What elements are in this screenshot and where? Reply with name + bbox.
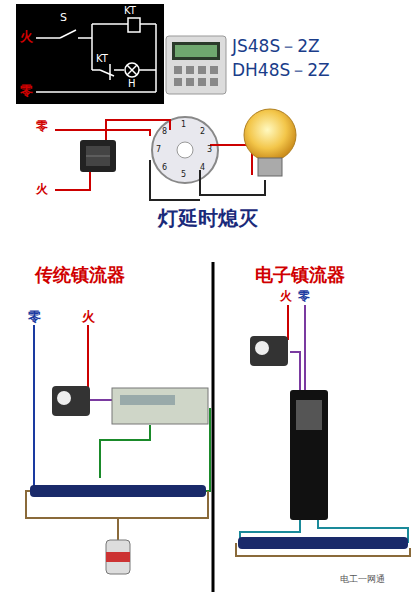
pin-number: 2 [200, 128, 205, 136]
pin-number: 1 [181, 121, 186, 129]
wire-label: 零 [298, 290, 310, 302]
wire-label: 零 [36, 120, 48, 132]
wire-label: 火 [20, 30, 33, 43]
model-number: DH48S－2Z [232, 62, 330, 79]
component-label: S [60, 12, 67, 23]
pin-number: 4 [200, 164, 205, 172]
pin-number: 6 [162, 164, 167, 172]
wire-label: 火 [280, 290, 292, 302]
section-heading: 传统镇流器 [35, 266, 125, 284]
section-heading: 电子镇流器 [255, 266, 345, 284]
diagram-title: 灯延时熄灭 [158, 208, 258, 228]
wire-label: 火 [82, 310, 95, 323]
component-label: H [128, 79, 136, 89]
pin-number: 5 [181, 171, 186, 179]
model-number: JS48S－2Z [232, 38, 320, 55]
wire-label: 火 [36, 183, 48, 195]
component-label: KT [96, 54, 108, 64]
wire-label: 零 [20, 84, 33, 97]
pin-number: 7 [156, 146, 161, 154]
wire-label: 零 [28, 310, 41, 323]
pin-number: 3 [207, 146, 212, 154]
watermark: 电工一网通 [340, 575, 385, 584]
component-label: KT [124, 6, 136, 16]
pin-number: 8 [162, 128, 167, 136]
